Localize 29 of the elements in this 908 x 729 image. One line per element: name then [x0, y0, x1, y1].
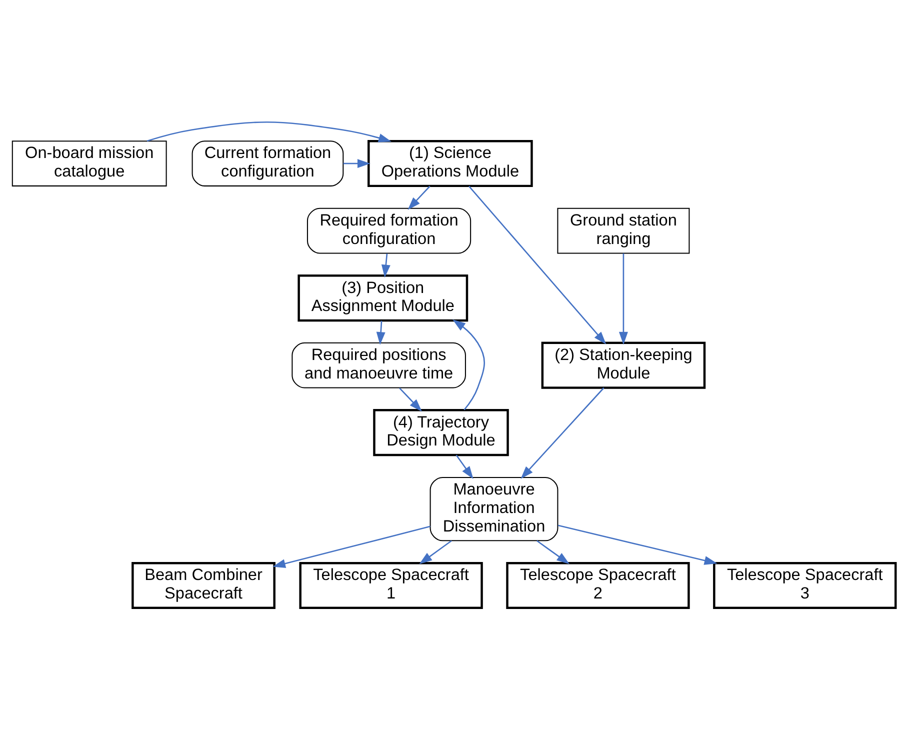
node-box: (2) Station-keeping Module — [541, 341, 706, 388]
node-box: Manoeuvre Information Dissemination — [430, 476, 558, 541]
arrow — [272, 525, 430, 568]
node-box: Telescope Spacecraft 2 — [506, 561, 690, 609]
arrow — [536, 540, 570, 564]
arrow — [408, 185, 430, 210]
arrow — [618, 252, 628, 344]
arrow — [146, 120, 392, 142]
arrow — [456, 454, 474, 479]
node-box: Required positions and manoeuvre time — [292, 342, 466, 388]
node-box: (4) Trajectory Design Module — [373, 408, 509, 456]
arrow — [376, 320, 386, 344]
node-box: (1) Science Operations Module — [368, 139, 533, 187]
arrow — [399, 387, 422, 412]
arrow — [419, 540, 452, 564]
arrow — [343, 158, 370, 168]
node-box: Required formation configuration — [306, 207, 472, 254]
arrow — [381, 252, 390, 278]
node-box: Beam Combiner Spacecraft — [132, 561, 276, 609]
arrow — [520, 386, 604, 478]
node-box: Current formation configuration — [192, 140, 344, 186]
node-box: On-board mission catalogue — [12, 140, 167, 186]
node-box: Telescope Spacecraft 1 — [299, 561, 483, 609]
node-box: Ground station ranging — [557, 207, 690, 254]
node-box: Telescope Spacecraft 3 — [713, 561, 897, 609]
arrow — [558, 524, 718, 564]
node-box: (3) Position Assignment Module — [298, 274, 468, 322]
arrow — [468, 185, 606, 344]
arrow — [452, 319, 485, 410]
